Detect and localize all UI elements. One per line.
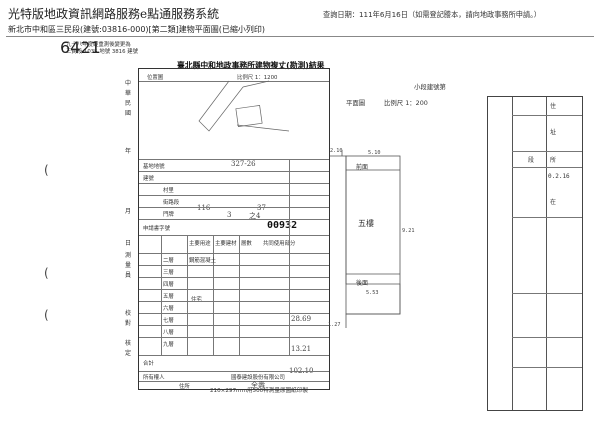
handwritten-owner: 全壽 xyxy=(251,381,265,389)
document-subtitle: 新北市中和區三民段(建號:03816-000)[第二類]建物平面圖(已縮小列印) xyxy=(8,25,266,34)
scanned-document: 九十八年度經重測後變更為 三民段 1035 地號 3816 建號 臺北縣中和地政… xyxy=(44,38,600,423)
dimension-label: 5.53 xyxy=(366,290,379,296)
floor-material: 鋼筋混凝土 xyxy=(189,258,216,264)
side-label: 國 xyxy=(125,110,132,117)
room-front: 前面 xyxy=(356,164,369,171)
hole-mark: ( xyxy=(44,308,49,322)
alley-value: 116 xyxy=(197,204,211,212)
floor-row: 五層 xyxy=(163,294,174,300)
stamp-line: 九十八年度經重測後變更為 xyxy=(66,42,131,48)
reassignment-stamp: 九十八年度經重測後變更為 三民段 1035 地號 3816 建號 xyxy=(66,42,138,56)
header-divider xyxy=(6,36,594,37)
column-shared: 共同使用部分 xyxy=(263,241,296,247)
stamp-line: 三民段 1035 地號 3816 建號 xyxy=(66,49,139,55)
house-no-label: 門牌 xyxy=(163,212,174,218)
side-label: 對 xyxy=(125,320,132,327)
query-date: 查詢日期：111年6月16日（如需登記謄本，請向地政事務所申請。） xyxy=(323,10,541,19)
hole-mark: ( xyxy=(44,163,49,177)
location-sketch xyxy=(198,80,290,132)
panel-label: 在 xyxy=(550,199,557,206)
floor-row: 七層 xyxy=(163,318,174,324)
lane-value: 37 xyxy=(257,204,266,212)
side-label: 員 xyxy=(125,272,132,279)
location-map-label: 位置圖 xyxy=(147,75,164,81)
side-label: 定 xyxy=(125,350,132,357)
side-label: 民 xyxy=(125,100,132,107)
village-label: 村里 xyxy=(163,188,174,194)
right-info-panel: 住 址 段 所 在 0.2.16 xyxy=(487,96,583,411)
building-number: 6421 xyxy=(60,38,101,57)
side-label: 日 xyxy=(125,240,132,247)
area-value: 28.69 xyxy=(291,315,312,323)
side-label: 校 xyxy=(125,310,132,317)
total-label: 合計 xyxy=(143,361,154,367)
panel-note: 0.2.16 xyxy=(548,173,570,180)
side-label: 年 xyxy=(125,148,132,155)
dimension-label: 2.10 xyxy=(330,148,343,154)
number-value: 3 xyxy=(227,211,232,219)
hole-mark: ( xyxy=(44,266,49,280)
floor-name: 五樓 xyxy=(358,219,374,228)
apply-label: 申請書字號 xyxy=(143,226,170,232)
panel-label: 住 xyxy=(550,103,557,110)
column-floors: 層數 xyxy=(241,241,252,247)
document-title: 臺北縣中和地政事務所建物複丈(勘測)結果 xyxy=(177,61,325,70)
floor-plan-drawing xyxy=(330,150,401,328)
column-use: 主要用途 xyxy=(189,241,211,247)
side-label: 中 xyxy=(125,80,132,87)
panel-label: 址 xyxy=(550,129,557,136)
lot-value: 327-26 xyxy=(231,160,256,168)
floor-row: 六層 xyxy=(163,306,174,312)
building-form-table: 位置圖 比例尺 1：1200 基地地號 327-26 建號 村里 街路段 116… xyxy=(138,68,330,390)
paper-footer: 210×297mm用500特測量原圖紙印製 xyxy=(210,388,308,394)
road-label: 街路段 xyxy=(163,200,180,206)
dimension-label: 1.27 xyxy=(328,322,341,328)
floor-row: 九層 xyxy=(163,342,174,348)
address-label: 住所 xyxy=(179,384,190,390)
side-label: 測 xyxy=(125,252,132,259)
side-label: 核 xyxy=(125,340,132,347)
plan-scale-label: 比例尺 1：200 xyxy=(384,99,428,107)
lot-caption: 小段建號第 xyxy=(414,83,446,91)
issuer-name: 國泰建設股份有限公司 xyxy=(231,375,285,381)
dimension-label: 5.10 xyxy=(368,150,381,156)
side-label: 華 xyxy=(125,90,132,97)
area-value: 13.21 xyxy=(291,345,312,353)
floor-row: 三層 xyxy=(163,270,174,276)
floor-plan-label: 平面圖 xyxy=(346,99,366,107)
floor-use: 住宅 xyxy=(191,297,202,303)
location-scale-label: 比例尺 1：1200 xyxy=(237,75,278,81)
panel-label: 所 xyxy=(550,157,557,164)
floor-row: 八層 xyxy=(163,330,174,336)
panel-label: 段 xyxy=(528,157,535,164)
header-title: 光特版地政資訊網路服務e點通服務系統 xyxy=(8,7,220,21)
side-label: 月 xyxy=(125,208,132,215)
number-suffix: 之4 xyxy=(249,212,261,220)
apply-number: 00932 xyxy=(267,220,298,231)
dimension-label: 9.21 xyxy=(402,228,415,234)
column-material: 主要建材 xyxy=(215,241,237,247)
owner-label: 所有權人 xyxy=(143,375,165,381)
side-label: 量 xyxy=(125,262,132,269)
room-back: 後面 xyxy=(356,280,369,287)
lot-label: 基地地號 xyxy=(143,164,165,170)
floor-row: 四層 xyxy=(163,282,174,288)
building-no-label: 建號 xyxy=(143,176,154,182)
floor-row: 二層 xyxy=(163,258,174,264)
